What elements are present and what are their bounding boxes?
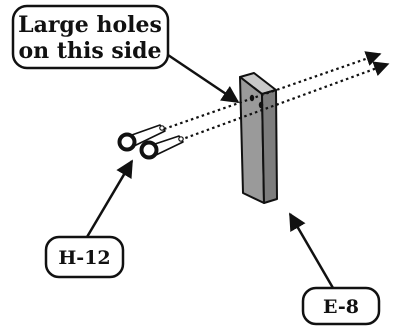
- e8-callout-leader: [288, 212, 335, 289]
- insertion-paths: [163, 51, 390, 142]
- holes-callout-line2: on this side: [18, 38, 161, 64]
- h12-callout-leader: [85, 159, 134, 238]
- holes-callout-leader: [167, 53, 240, 104]
- e8-callout-box: [301, 286, 381, 326]
- e8-callout: E-8: [288, 212, 381, 326]
- h12-callout: H-12: [44, 159, 134, 279]
- dowel-pin-lower: [139, 135, 184, 160]
- h12-callout-box: [44, 235, 125, 279]
- holes-callout-line1: Large holes: [18, 12, 162, 38]
- holes-callout: Large holes on this side: [11, 4, 240, 104]
- board-side-face: [261, 89, 278, 204]
- holes-callout-box: [11, 4, 170, 70]
- board-hole-lower: [258, 101, 264, 109]
- dowel-pins-h12: [117, 124, 184, 160]
- insertion-path-lower: [179, 61, 390, 142]
- insertion-path-upper: [163, 51, 382, 131]
- dowel-pin-upper: [117, 124, 166, 152]
- board-e8: [239, 72, 278, 204]
- h12-callout-label: H-12: [58, 247, 110, 269]
- e8-callout-label: E-8: [323, 296, 359, 318]
